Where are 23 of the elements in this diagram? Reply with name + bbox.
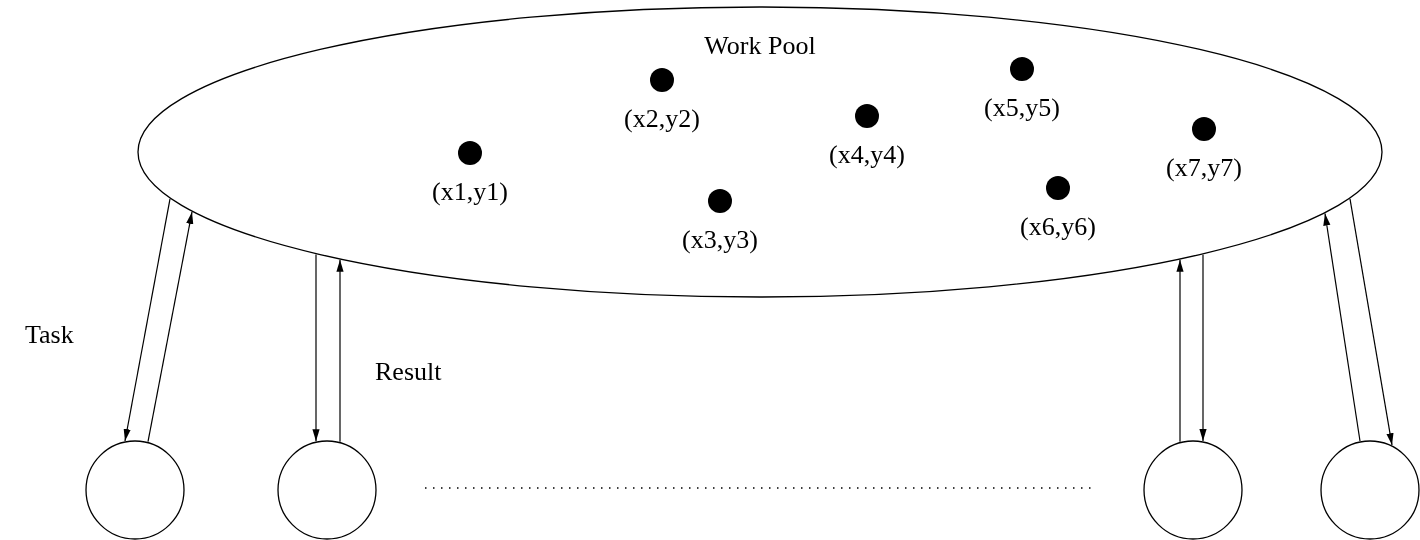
worker-circle <box>85 440 185 540</box>
worker-circle <box>1143 440 1243 540</box>
coordinate-label: (x4,y4) <box>829 140 905 170</box>
coordinate-label: (x1,y1) <box>432 177 508 207</box>
arrow <box>336 259 344 443</box>
arrow <box>1323 212 1361 442</box>
coordinate-label: (x5,y5) <box>984 93 1060 123</box>
arrow <box>312 253 320 442</box>
flow-label: Result <box>375 357 442 387</box>
pool-ellipse <box>137 6 1383 298</box>
coordinate-label: (x6,y6) <box>1020 212 1096 242</box>
arrow <box>123 198 171 442</box>
worker-circle <box>277 440 377 540</box>
arrow <box>1199 254 1207 442</box>
arrow <box>1349 198 1394 446</box>
coordinate-label: (x3,y3) <box>682 225 758 255</box>
arrow <box>1176 259 1184 443</box>
pool-title: Work Pool <box>703 31 817 61</box>
coordinate-label: (x7,y7) <box>1166 153 1242 183</box>
arrow <box>147 211 194 443</box>
worker-circle <box>1320 440 1420 540</box>
coordinate-label: (x2,y2) <box>624 104 700 134</box>
flow-label: Task <box>25 320 74 350</box>
